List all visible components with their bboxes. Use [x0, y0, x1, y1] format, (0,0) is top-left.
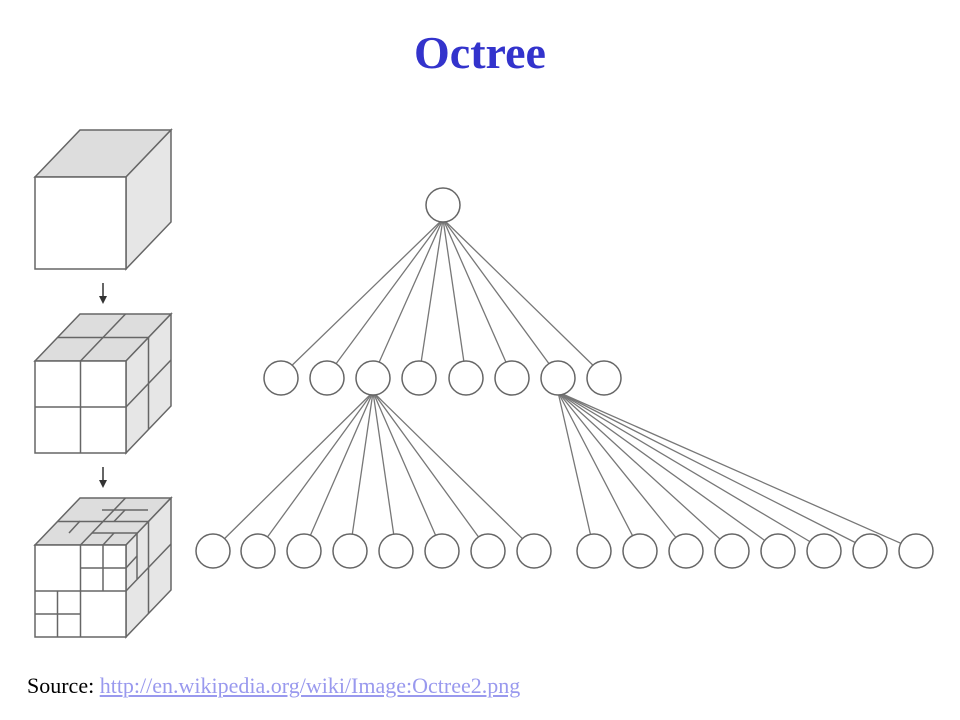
down-arrow-icon	[99, 467, 107, 488]
tree-node-level-1	[448, 360, 484, 396]
tree-node-level-1	[586, 360, 622, 396]
tree-node-level-2	[332, 533, 368, 569]
tree-node-level-1	[309, 360, 345, 396]
tree-node-level-2	[806, 533, 842, 569]
tree-node-level-2	[668, 533, 704, 569]
source-label: Source:	[27, 673, 95, 698]
source-link[interactable]: http://en.wikipedia.org/wiki/Image:Octre…	[99, 673, 521, 698]
tree-node-level-2	[622, 533, 658, 569]
tree-node-level-2	[714, 533, 750, 569]
tree-node-level-2	[760, 533, 796, 569]
tree-node-level-2	[898, 533, 934, 569]
slide-title: Octree	[414, 27, 546, 78]
tree-node-level-1	[263, 360, 299, 396]
tree-node-level-1	[401, 360, 437, 396]
tree-node-level-1	[540, 360, 576, 396]
tree-node-level-1	[355, 360, 391, 396]
tree-node-level-2	[378, 533, 414, 569]
source-line: Source: http://en.wikipedia.org/wiki/Ima…	[27, 673, 520, 699]
tree-node-level-2	[852, 533, 888, 569]
down-arrow-icon	[99, 283, 107, 304]
tree-node-level-2	[286, 533, 322, 569]
subdivided-cube	[33, 312, 173, 455]
tree-node-level-1	[494, 360, 530, 396]
tree-root-node	[425, 187, 461, 223]
root-cube	[33, 128, 173, 271]
tree-node-level-2	[195, 533, 231, 569]
tree-node-level-2	[576, 533, 612, 569]
tree-node-level-2	[470, 533, 506, 569]
tree-node-level-2	[516, 533, 552, 569]
further-subdivided-cube	[33, 496, 173, 639]
tree-node-level-2	[424, 533, 460, 569]
tree-node-level-2	[240, 533, 276, 569]
tree-edges	[212, 218, 917, 551]
